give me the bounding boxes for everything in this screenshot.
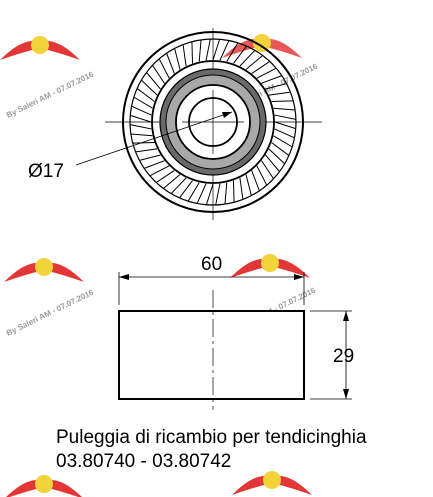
roller-line <box>135 148 158 153</box>
roller-line <box>273 107 296 111</box>
roller-line <box>256 165 268 186</box>
roller-line <box>226 42 239 62</box>
watermark-logo <box>6 475 82 497</box>
roller-line <box>219 40 230 61</box>
roller-line <box>265 154 280 172</box>
roller-line <box>224 182 228 205</box>
diameter-label: Ø17 <box>28 161 64 182</box>
bearing-rollers <box>129 38 297 206</box>
roller-line <box>268 148 286 165</box>
roller-line <box>261 160 274 180</box>
roller-line <box>271 100 294 103</box>
roller-line <box>152 64 165 84</box>
roller-line <box>140 79 158 96</box>
height-arrow-top <box>343 311 349 321</box>
roller-line <box>215 183 221 206</box>
roller-line <box>245 55 263 70</box>
roller-line <box>129 124 152 130</box>
roller-line <box>191 41 194 64</box>
watermark-text: By Saleri AM - 07.07.2016 <box>5 287 96 337</box>
roller-line <box>196 183 207 204</box>
roller-line <box>130 133 153 137</box>
roller-line <box>166 53 175 74</box>
roller-line <box>273 135 293 148</box>
roller-line <box>232 180 235 203</box>
roller-line <box>274 128 295 139</box>
bearing-ring-outer <box>151 60 275 184</box>
roller-line <box>205 183 214 205</box>
part-caption: Puleggia di ricambio per tendicinghia 03… <box>56 426 426 474</box>
roller-line <box>131 105 152 116</box>
roller-line <box>146 72 161 90</box>
roller-line <box>132 141 155 144</box>
roller-line <box>149 165 170 177</box>
roller-line <box>158 58 170 79</box>
pulley-top-view: Ø17 <box>28 28 322 220</box>
roller-line <box>130 114 152 123</box>
roller-line <box>239 49 256 67</box>
roller-line <box>212 39 221 61</box>
height-label: 29 <box>333 346 354 367</box>
width-label: 60 <box>201 254 222 275</box>
roller-line <box>271 142 290 156</box>
pulley-side-view: 60 29 <box>118 254 354 410</box>
roller-line <box>133 96 153 109</box>
roller-line <box>251 61 271 74</box>
roller-line <box>170 177 187 195</box>
pulley-side-body <box>118 310 305 400</box>
roller-line <box>256 67 277 79</box>
roller-line <box>174 48 181 70</box>
pulley-outer-rim <box>122 31 304 213</box>
roller-line <box>268 91 291 96</box>
watermark-logo <box>232 471 312 495</box>
roller-line <box>163 174 181 189</box>
width-arrow-right <box>294 274 304 280</box>
roller-line <box>136 88 155 102</box>
width-arrow-left <box>119 274 129 280</box>
roller-line <box>205 38 211 61</box>
roller-line <box>182 44 187 67</box>
part-description: Puleggia di ricambio per tendicinghia <box>56 427 367 448</box>
diameter-arrowhead <box>222 112 232 118</box>
diameter-leader <box>75 111 233 166</box>
watermark-text: By Saleri AM - 07.07.2016 <box>5 69 96 119</box>
roller-line <box>261 75 282 84</box>
roller-line <box>274 114 297 120</box>
roller-line <box>179 180 193 199</box>
roller-line <box>187 182 200 202</box>
roller-line <box>265 83 287 90</box>
watermark-logo <box>222 34 302 58</box>
roller-line <box>245 174 252 196</box>
watermark-logo <box>230 254 310 278</box>
pulley-inner-rim <box>129 38 297 206</box>
roller-line <box>239 177 244 200</box>
watermark-logo <box>4 258 84 282</box>
roller-line <box>144 160 165 169</box>
roller-line <box>233 45 247 64</box>
roller-line <box>139 154 161 161</box>
roller-line <box>198 39 202 62</box>
roller-line <box>251 170 260 191</box>
roller-line <box>155 170 175 183</box>
part-numbers: 03.80740 - 03.80742 <box>56 451 232 472</box>
roller-line <box>274 121 296 130</box>
watermark-logo <box>0 36 80 60</box>
height-arrow-bottom <box>343 389 349 399</box>
